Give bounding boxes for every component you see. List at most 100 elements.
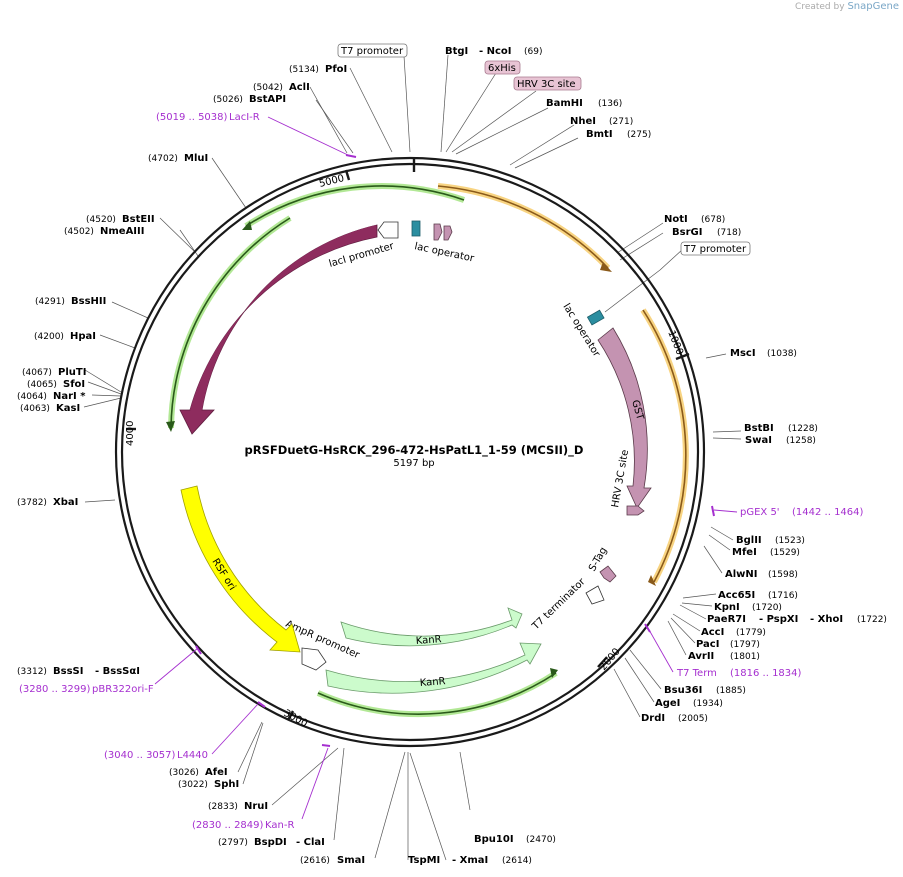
enzyme-bsu36i: Bsu36I (664, 685, 702, 696)
green-feature-arc-top (244, 183, 465, 229)
tick-label-4000: 4000 (125, 421, 136, 446)
s-tag-arrow (599, 565, 617, 583)
enzyme-mlui-pos: (4702) (148, 154, 178, 164)
enzyme-mfei: MfeI (732, 547, 757, 558)
enzyme-nrui: NruI (244, 801, 268, 812)
enzyme-bglii: BglII (736, 535, 762, 546)
enzyme-bstapi-pos: (5026) (213, 95, 243, 105)
plasmid-size: 5197 bp (393, 458, 434, 469)
enzyme-pspxi: - PspXI (759, 614, 798, 625)
enzyme-agei-pos: (1934) (693, 699, 723, 709)
enzyme-bspdi-pos: (2797) (218, 838, 248, 848)
enzyme-bamhi-pos: (136) (598, 99, 622, 109)
enzyme-bsrgi: BsrGI (672, 227, 702, 238)
enzyme-msci: MscI (730, 348, 756, 359)
enzyme-bsssi: BssSI (53, 666, 83, 677)
enzyme-ncoi: - NcoI (479, 46, 512, 57)
enzyme-msci-pos: (1038) (767, 349, 797, 359)
enzyme-alwni-pos: (1598) (768, 570, 798, 580)
6xhis-box (484, 60, 521, 75)
primer-laci-r-range: (5019 .. 5038) (156, 112, 228, 123)
enzyme-bglii-pos: (1523) (775, 536, 805, 546)
enzyme-sfoi-pos: (4065) (27, 380, 57, 390)
enzyme-mfei-pos: (1529) (770, 548, 800, 558)
enzyme-pfoi: PfoI (325, 64, 347, 75)
enzyme-swai-pos: (1258) (786, 436, 816, 446)
enzyme-nari: NarI * (53, 391, 86, 402)
enzyme-nmeaiii-pos: (4502) (64, 227, 94, 237)
enzyme-avrii: AvrII (688, 651, 714, 662)
enzyme-btgi: BtgI (445, 46, 468, 57)
kanr-label-2: KanR (419, 676, 446, 689)
enzyme-paci: PacI (696, 639, 719, 650)
enzyme-drdi-pos: (2005) (678, 714, 708, 724)
enzyme-mlui: MluI (184, 153, 208, 164)
enzyme-swai: SwaI (745, 435, 772, 446)
credit-prefix: Created by (795, 2, 845, 12)
enzyme-sphi: SphI (214, 779, 239, 790)
enzyme-nhei-pos: (271) (609, 117, 633, 127)
enzyme-xmai-pos: (2614) (502, 856, 532, 866)
kanr-arrow-1 (340, 607, 523, 647)
hrv3c-inner-label: HRV 3C site (610, 449, 631, 509)
enzyme-bsrgi-pos: (718) (717, 228, 741, 238)
enzyme-pluti-pos: (4067) (22, 368, 52, 378)
kanr-arrow-2 (325, 642, 542, 694)
enzyme-avrii-pos: (1801) (730, 652, 760, 662)
primer-kan-r-range: (2830 .. 2849) (192, 820, 264, 831)
enzyme-smai-pos: (2616) (300, 856, 330, 866)
enzyme-xbai: XbaI (53, 497, 78, 508)
enzyme-acli-pos: (5042) (253, 83, 283, 93)
t7-promoter-top-box (337, 43, 408, 58)
primer-t7-term: T7 Term (676, 668, 717, 679)
enzyme-acci-pos: (1779) (736, 628, 766, 638)
enzyme-nrui-pos: (2833) (208, 802, 238, 812)
enzyme-clai: - ClaI (296, 837, 325, 848)
enzyme-sfoi: SfoI (63, 379, 85, 390)
enzyme-bstbi: BstBI (744, 423, 774, 434)
6xhis-mini-arrow (433, 223, 443, 241)
enzyme-bsshii: BssHII (71, 296, 106, 307)
t7-terminator-label: T7 terminator (530, 576, 588, 633)
enzyme-bsssai: - BssSαI (95, 666, 140, 677)
rsf-ori-arrow (180, 485, 301, 653)
lac-operator-right-label: lac operator (560, 302, 602, 360)
enzyme-afei-pos: (3026) (169, 768, 199, 778)
enzyme-bsteii-pos: (4520) (86, 215, 116, 225)
backbone-outer (114, 156, 706, 748)
enzyme-kpni: KpnI (714, 602, 740, 613)
enzyme-alwni: AlwNI (725, 569, 758, 580)
enzyme-pfoi-pos: (5134) (289, 65, 319, 75)
green-feature-arc-left (168, 215, 292, 429)
enzyme-tspmi: TspMI (408, 855, 440, 866)
enzyme-noti: NotI (664, 214, 688, 225)
enzyme-labels: BtgI - NcoI (69) BamHI (136) NheI (271) … (17, 46, 887, 866)
snapgene-credit: Created by SnapGene (795, 1, 899, 12)
enzyme-drdi: DrdI (641, 713, 665, 724)
enzyme-xmai: - XmaI (452, 855, 488, 866)
hrv3c-top-box (513, 76, 582, 91)
enzyme-kasi-pos: (4063) (20, 404, 50, 414)
kanr-label-1: KanR (415, 634, 442, 647)
enzyme-nhei: NheI (570, 116, 596, 127)
lac-operator-top-marker (411, 220, 421, 237)
primer-pgex5: pGEX 5' (740, 507, 780, 518)
enzyme-nari-pos: (4064) (17, 392, 47, 402)
enzyme-bstapi: BstAPI (249, 94, 286, 105)
enzyme-agei: AgeI (655, 698, 680, 709)
enzyme-paer7i: PaeR7I (707, 614, 746, 625)
enzyme-bsssi-pos: (3312) (17, 667, 47, 677)
enzyme-bsshii-pos: (4291) (35, 297, 65, 307)
gst-feature-arrow (597, 327, 652, 509)
t7-promoter-right-box (680, 241, 751, 256)
t7-promoter-top-label: T7 promoter (340, 46, 404, 57)
enzyme-nmeaiii: NmeAIII (100, 226, 144, 237)
enzyme-bspdi: BspDI (254, 837, 287, 848)
enzyme-bsu36i-pos: (1885) (716, 686, 746, 696)
enzyme-hpai: HpaI (70, 331, 96, 342)
enzyme-sphi-pos: (3022) (178, 780, 208, 790)
enzyme-afei: AfeI (205, 767, 228, 778)
ring-ticks (126, 157, 690, 721)
enzyme-paci-pos: (1797) (730, 640, 760, 650)
